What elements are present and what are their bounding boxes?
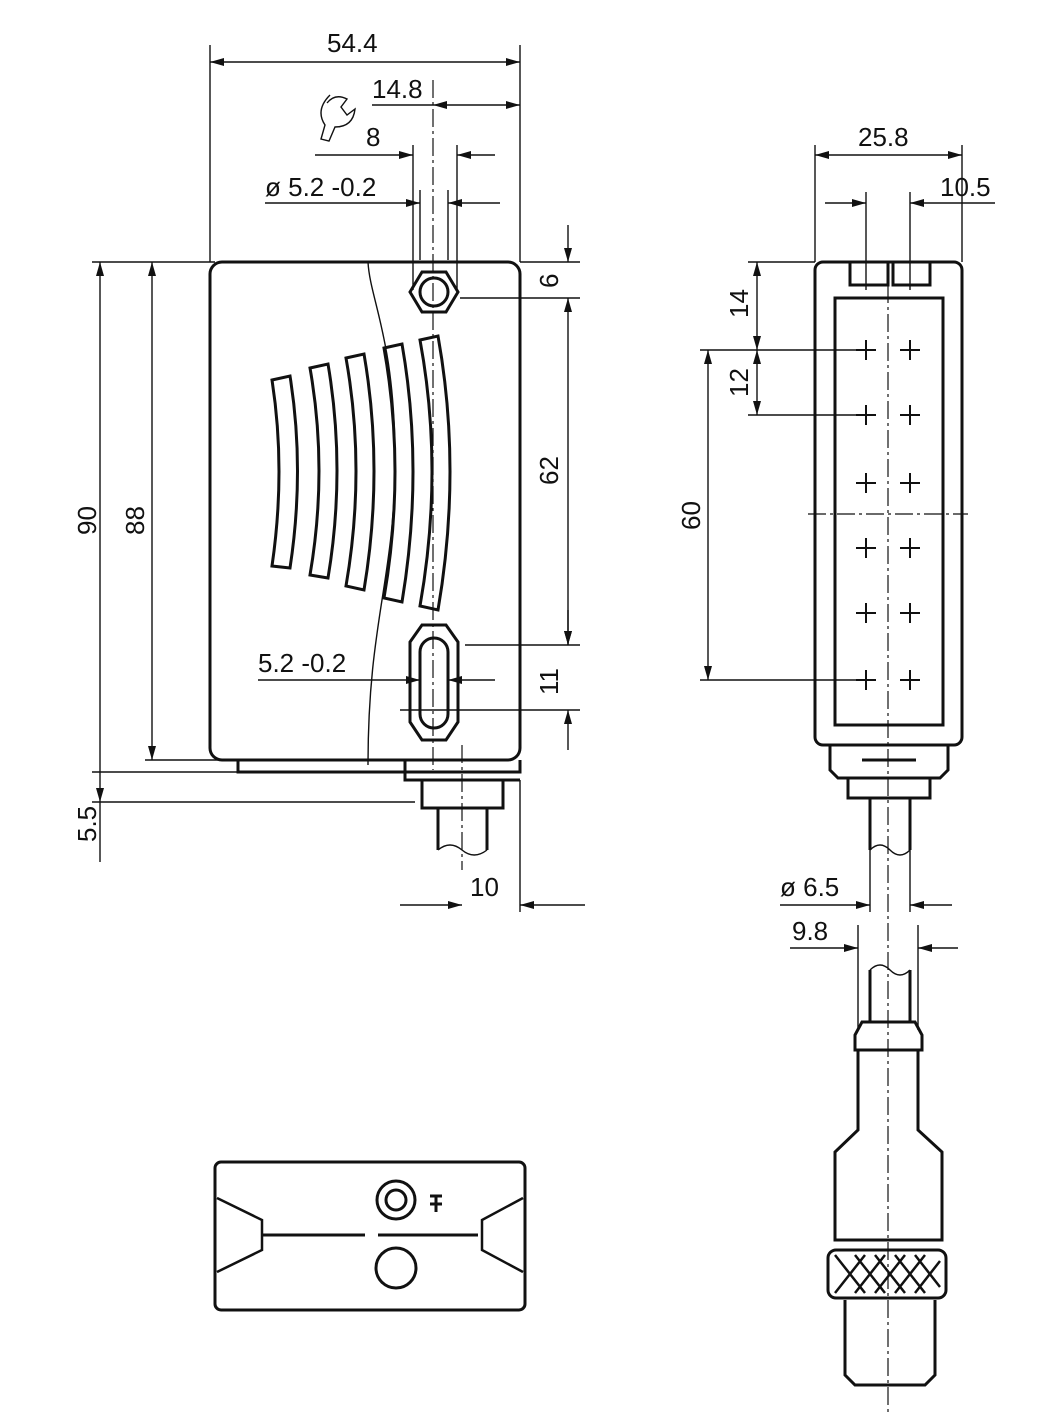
teach-symbol-icon [430, 1194, 442, 1212]
dim-led-spacing: 10.5 [940, 172, 991, 202]
sensor-body [208, 260, 522, 762]
dim-hole-spacing: 62 [534, 456, 564, 485]
potentiometer[interactable] [375, 1179, 417, 1221]
m12-connector [826, 964, 948, 1387]
bottom-face [213, 1160, 527, 1312]
bottom-view [213, 1160, 527, 1312]
bottom-mount-hex [408, 623, 460, 742]
front-view: 54.4 14.8 8 ø 5.2 -0.2 6 62 11 5.2 -0.2 [72, 28, 585, 912]
dim-cable-diameter: ø 6.5 [780, 872, 839, 902]
dim-top-hole-offset: 6 [534, 274, 564, 288]
side-view: 25.8 10.5 14 12 60 ø 6.5 9.8 [676, 122, 995, 1415]
dim-top-offset: 14 [724, 289, 754, 318]
dim-connector-width: 9.8 [792, 916, 828, 946]
top-mount-hex [408, 270, 460, 314]
dim-led-field: 60 [676, 501, 706, 530]
dim-led-pitch: 12 [724, 368, 754, 397]
top-tabs [848, 262, 932, 287]
dim-total-height: 90 [72, 506, 102, 535]
knurled-nut [826, 1248, 948, 1300]
beam-arcs [270, 334, 452, 612]
top-mount-hole [418, 276, 450, 308]
dim-hole-diameter: ø 5.2 -0.2 [265, 172, 376, 202]
side-gland [828, 745, 950, 850]
dim-wrench-offset: 14.8 [372, 74, 423, 104]
dim-base-offset: 5.5 [72, 806, 102, 842]
led-markers [856, 340, 920, 690]
dim-slot-width: 5.2 -0.2 [258, 648, 346, 678]
led-window [833, 296, 945, 727]
bottom-mount-slot [418, 636, 450, 730]
dim-wrench-size: 8 [366, 122, 380, 152]
dim-width: 54.4 [327, 28, 378, 58]
dim-body-height: 88 [120, 506, 150, 535]
dim-cable-offset: 10 [470, 872, 499, 902]
dim-side-width: 25.8 [858, 122, 909, 152]
dim-slot-length: 11 [534, 668, 564, 695]
wrench-icon [320, 94, 356, 142]
base-strip [236, 760, 522, 774]
led-indicator [374, 1246, 418, 1290]
